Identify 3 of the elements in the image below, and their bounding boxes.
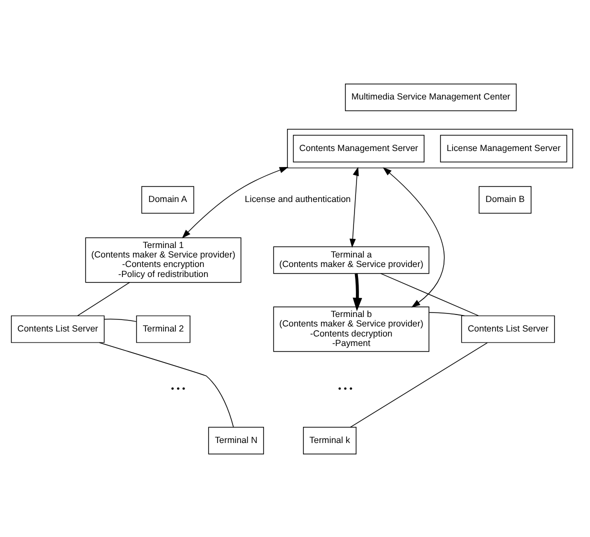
edge-label: License and authentication [244, 194, 351, 204]
label: • • • [338, 383, 352, 394]
label: • • • [170, 383, 186, 394]
